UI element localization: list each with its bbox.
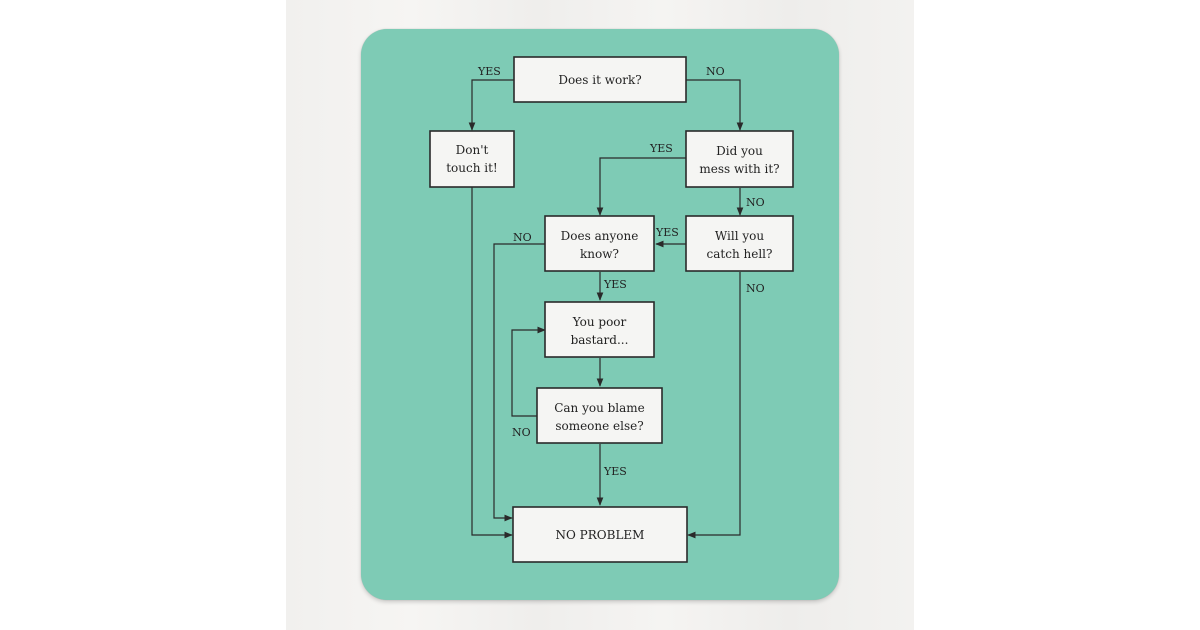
node-text-line: bastard... — [571, 333, 629, 347]
label-know-no: NO — [513, 231, 532, 244]
node-can-you-blame: Can you blame someone else? — [536, 387, 663, 444]
node-will-you-catch-hell: Will you catch hell? — [685, 215, 794, 272]
node-text-line: touch it! — [446, 161, 498, 175]
node-text-line: Did you — [716, 144, 763, 158]
label-hell-no: NO — [746, 282, 765, 295]
node-text-line: Will you — [715, 229, 764, 243]
edge-work-no — [686, 79, 744, 131]
node-text-line: You poor — [572, 315, 627, 329]
edge-mess-yes — [596, 157, 686, 216]
edge-dont-touch — [471, 187, 513, 539]
node-no-problem: NO PROBLEM — [512, 506, 688, 563]
node-did-you-mess: Did you mess with it? — [685, 130, 794, 188]
node-text-line: someone else? — [555, 419, 643, 433]
node-does-anyone-know: Does anyone know? — [544, 215, 655, 272]
node-you-poor-bastard: You poor bastard... — [544, 301, 655, 358]
node-text-line: know? — [580, 247, 619, 261]
label-know-yes: YES — [603, 278, 627, 291]
node-text-line: Don't — [456, 143, 489, 157]
node-text-line: catch hell? — [707, 247, 773, 261]
label-mess-yes: YES — [649, 142, 673, 155]
connectors — [468, 79, 744, 539]
node-text-line: Does it work? — [558, 73, 641, 87]
label-work-yes: YES — [477, 65, 501, 78]
label-blame-yes: YES — [603, 465, 627, 478]
label-hell-yes: YES — [655, 226, 679, 239]
node-dont-touch-it: Don't touch it! — [429, 130, 515, 188]
label-mess-no: NO — [746, 196, 765, 209]
edge-hell-no — [687, 272, 741, 539]
node-text-line: NO PROBLEM — [556, 528, 645, 542]
edge-know-no — [493, 243, 545, 522]
node-text-line: mess with it? — [699, 162, 779, 176]
label-blame-no: NO — [512, 426, 531, 439]
node-does-it-work: Does it work? — [513, 56, 687, 103]
edge-blame-no — [511, 326, 546, 417]
node-text-line: Does anyone — [561, 229, 639, 243]
edge-work-yes — [468, 79, 514, 131]
label-work-no: NO — [706, 65, 725, 78]
node-text-line: Can you blame — [554, 401, 645, 415]
